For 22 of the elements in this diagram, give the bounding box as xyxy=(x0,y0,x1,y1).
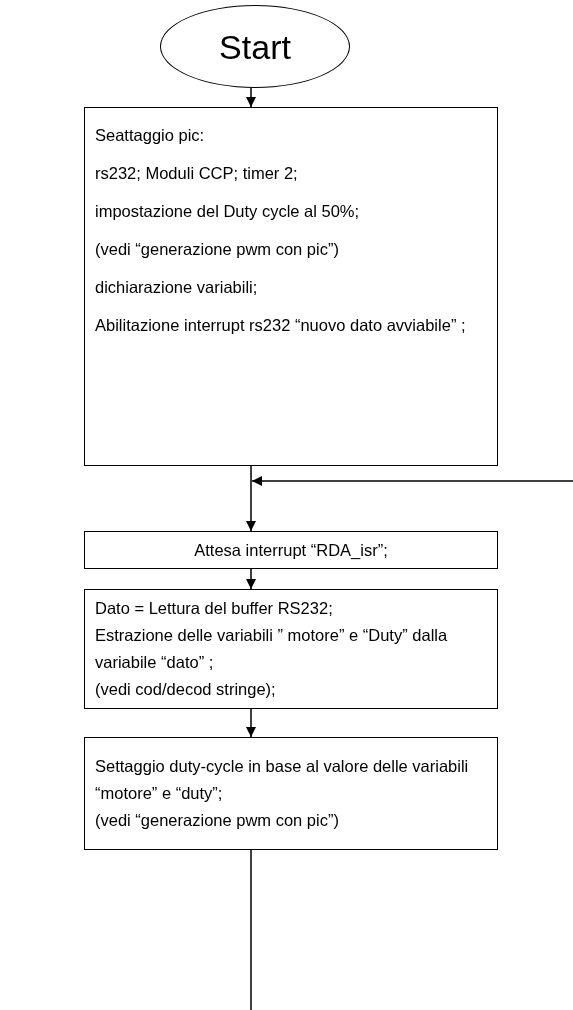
step-text: (vedi “generazione pwm con pic”) xyxy=(95,810,340,831)
step-text: Abilitazione interrupt rs232 “nuovo dato avviabile” ; xyxy=(95,315,467,336)
process-box xyxy=(84,107,498,466)
step-text: Estrazione delle variabili ” motore” e “Duty” dalla variabile “dato” ; xyxy=(95,625,449,673)
terminal-label: Start xyxy=(219,29,291,64)
step-text: dichiarazione variabili; xyxy=(95,277,259,298)
arrow xyxy=(251,476,573,486)
process-box xyxy=(84,737,498,850)
arrow xyxy=(246,465,256,532)
process-box xyxy=(84,589,498,709)
process-box xyxy=(84,531,498,569)
step-text: Settaggio duty-cycle in base al valore delle variabili “motore” e “duty”; xyxy=(95,756,470,804)
arrow xyxy=(246,708,256,738)
step-text: Dato = Lettura del buffer RS232; xyxy=(95,598,334,619)
step-text: impostazione del Duty cycle al 50%; xyxy=(95,201,361,222)
step-text: (vedi “generazione pwm con pic”) xyxy=(95,239,340,260)
step-text: (vedi cod/decod stringe); xyxy=(95,679,277,700)
step-text: Attesa interrupt “RDA_isr”; xyxy=(194,539,388,561)
step-text: rs232; Moduli CCP; timer 2; xyxy=(95,163,299,184)
step-text: Seattaggio pic: xyxy=(95,125,206,146)
arrow xyxy=(246,87,256,108)
arrow xyxy=(246,568,256,590)
